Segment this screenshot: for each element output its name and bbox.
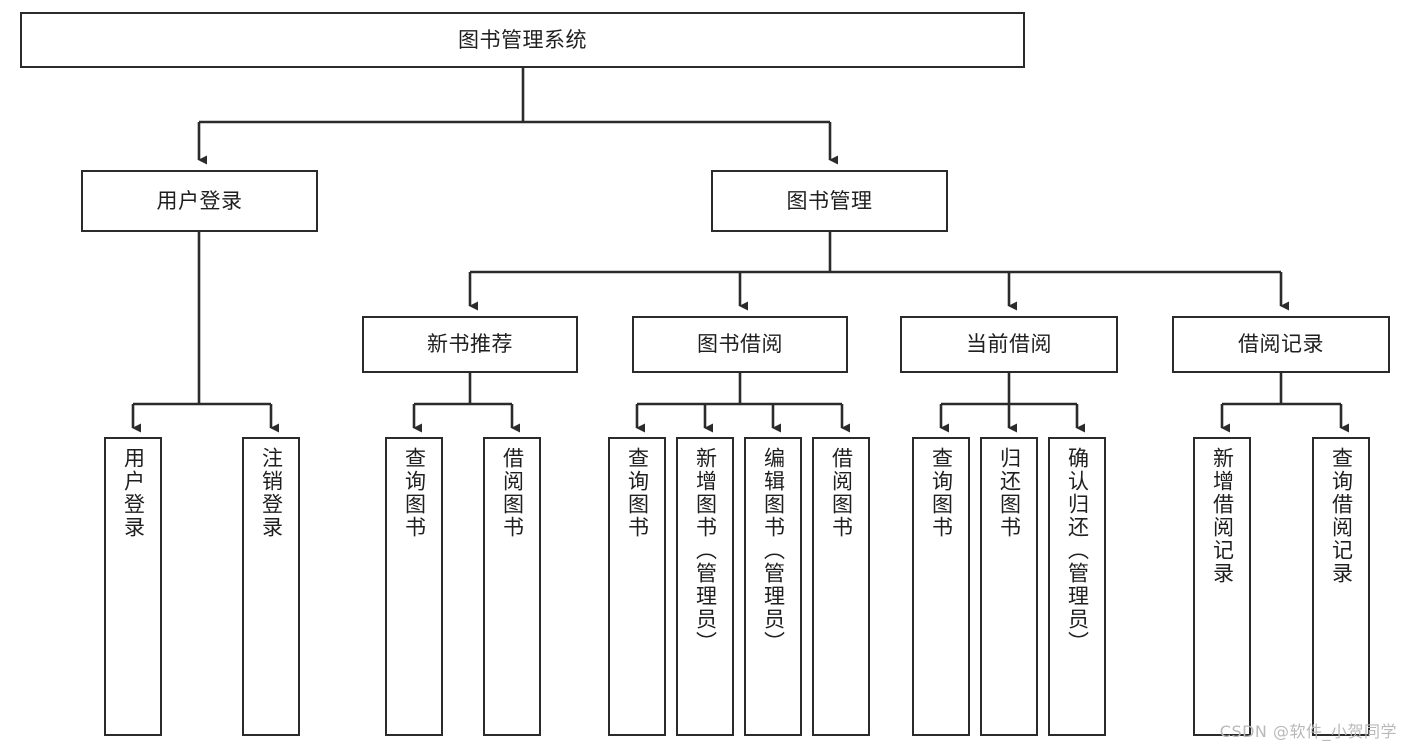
node-root-system[interactable]: 图书管理系统 — [20, 12, 1025, 68]
node-leaf-user-login-signin[interactable]: 用户登录 — [104, 437, 162, 736]
node-leaf-current-return-book-label: 归还图书 — [997, 447, 1022, 539]
node-book-management[interactable]: 图书管理 — [711, 170, 948, 232]
node-book-borrow[interactable]: 图书借阅 — [632, 316, 848, 373]
node-borrow-record-label: 借阅记录 — [1238, 332, 1324, 357]
node-leaf-borrow-borrow-book-label: 借阅图书 — [829, 447, 854, 539]
node-leaf-current-query-book-label: 查询图书 — [929, 447, 954, 539]
node-leaf-record-add-label: 新增借阅记录 — [1210, 447, 1235, 585]
node-leaf-borrow-edit-book-label: 编辑图书（管理员） — [761, 447, 786, 654]
node-leaf-current-query-book[interactable]: 查询图书 — [912, 437, 970, 736]
node-leaf-current-return-book[interactable]: 归还图书 — [980, 437, 1038, 736]
node-book-management-label: 图书管理 — [786, 188, 873, 213]
node-borrow-record[interactable]: 借阅记录 — [1172, 316, 1390, 373]
node-leaf-new-book-borrow[interactable]: 借阅图书 — [483, 437, 541, 736]
node-current-borrow[interactable]: 当前借阅 — [900, 316, 1118, 373]
node-book-borrow-label: 图书借阅 — [697, 332, 783, 357]
node-leaf-borrow-add-book[interactable]: 新增图书（管理员） — [676, 437, 734, 736]
node-user-login-label: 用户登录 — [156, 188, 243, 213]
node-leaf-record-query[interactable]: 查询借阅记录 — [1312, 437, 1370, 736]
node-leaf-new-book-borrow-label: 借阅图书 — [500, 447, 525, 539]
node-user-login[interactable]: 用户登录 — [81, 170, 318, 232]
node-root-system-label: 图书管理系统 — [458, 27, 587, 52]
node-leaf-new-book-query[interactable]: 查询图书 — [385, 437, 443, 736]
node-leaf-user-login-signout-label: 注销登录 — [259, 447, 284, 539]
node-leaf-record-query-label: 查询借阅记录 — [1329, 447, 1354, 585]
node-leaf-new-book-query-label: 查询图书 — [402, 447, 427, 539]
node-leaf-borrow-query-book[interactable]: 查询图书 — [608, 437, 666, 736]
node-leaf-borrow-edit-book[interactable]: 编辑图书（管理员） — [744, 437, 802, 736]
node-leaf-current-confirm-return-label: 确认归还（管理员） — [1065, 447, 1090, 654]
node-new-book-recommend-label: 新书推荐 — [427, 332, 513, 357]
node-new-book-recommend[interactable]: 新书推荐 — [362, 316, 578, 373]
node-leaf-record-add[interactable]: 新增借阅记录 — [1193, 437, 1251, 736]
node-leaf-borrow-add-book-label: 新增图书（管理员） — [693, 447, 718, 654]
node-leaf-current-confirm-return[interactable]: 确认归还（管理员） — [1048, 437, 1106, 736]
node-leaf-borrow-borrow-book[interactable]: 借阅图书 — [812, 437, 870, 736]
node-leaf-user-login-signin-label: 用户登录 — [121, 447, 146, 539]
node-leaf-user-login-signout[interactable]: 注销登录 — [242, 437, 300, 736]
node-leaf-borrow-query-book-label: 查询图书 — [625, 447, 650, 539]
node-current-borrow-label: 当前借阅 — [966, 332, 1052, 357]
